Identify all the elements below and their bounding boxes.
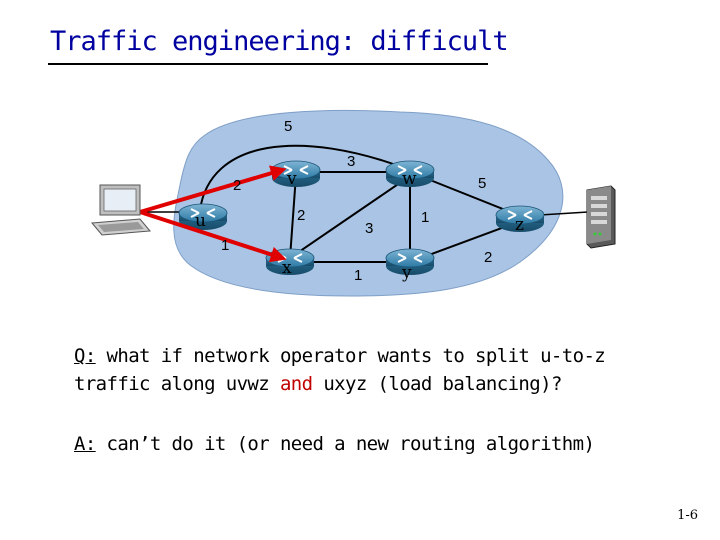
title-underline bbox=[48, 63, 488, 65]
computer-icon bbox=[91, 184, 151, 236]
weight-y-z: 2 bbox=[484, 249, 492, 266]
node-label-z: z bbox=[515, 215, 524, 235]
server-icon bbox=[586, 185, 616, 249]
weight-v-w: 3 bbox=[347, 153, 355, 170]
node-label-u: u bbox=[195, 211, 206, 231]
question-prefix: Q: bbox=[74, 345, 96, 367]
link-z-server bbox=[539, 211, 589, 216]
question-line1-text: what if network operator wants to split … bbox=[95, 345, 606, 367]
weight-u-v: 2 bbox=[233, 177, 241, 194]
answer-text: A: can’t do it (or need a new routing al… bbox=[74, 430, 595, 458]
router-u bbox=[178, 203, 228, 230]
question-line2-a: traffic along uvwz bbox=[74, 373, 280, 395]
weight-x-y: 1 bbox=[354, 267, 362, 284]
link-u-w bbox=[199, 144, 411, 211]
question-line2-b: uxyz (load balancing)? bbox=[312, 373, 562, 395]
link-x-w bbox=[289, 175, 411, 259]
answer-prefix: A: bbox=[74, 433, 96, 455]
highlight-arrow-u-v bbox=[139, 165, 287, 214]
page-number: 1-6 bbox=[677, 508, 698, 523]
question-line-2: traffic along uvwz and uxyz (load balanc… bbox=[74, 370, 605, 398]
node-label-y: y bbox=[401, 263, 412, 283]
weight-x-w: 3 bbox=[365, 220, 373, 237]
weight-w-z: 5 bbox=[478, 175, 486, 192]
node-label-v: v bbox=[286, 169, 297, 189]
slide-title: Traffic engineering: difficult bbox=[50, 26, 509, 57]
node-label-x: x bbox=[282, 258, 292, 278]
node-label-w: w bbox=[402, 169, 417, 189]
weight-w-y: 1 bbox=[421, 209, 429, 226]
router-w bbox=[385, 160, 435, 187]
question-text: Q: what if network operator wants to spl… bbox=[74, 342, 606, 398]
router-y bbox=[385, 248, 435, 275]
link-x-v bbox=[289, 174, 297, 259]
weight-u-w: 5 bbox=[284, 118, 292, 135]
question-line-1: Q: what if network operator wants to spl… bbox=[74, 342, 606, 370]
question-and: and bbox=[279, 373, 313, 395]
weight-u-x: 1 bbox=[221, 237, 229, 254]
answer-body: can’t do it (or need a new routing algor… bbox=[95, 433, 595, 455]
router-z bbox=[495, 205, 545, 232]
weight-x-v: 2 bbox=[297, 207, 305, 224]
network-cloud bbox=[173, 109, 564, 297]
highlight-arrow-u-x bbox=[139, 210, 287, 263]
